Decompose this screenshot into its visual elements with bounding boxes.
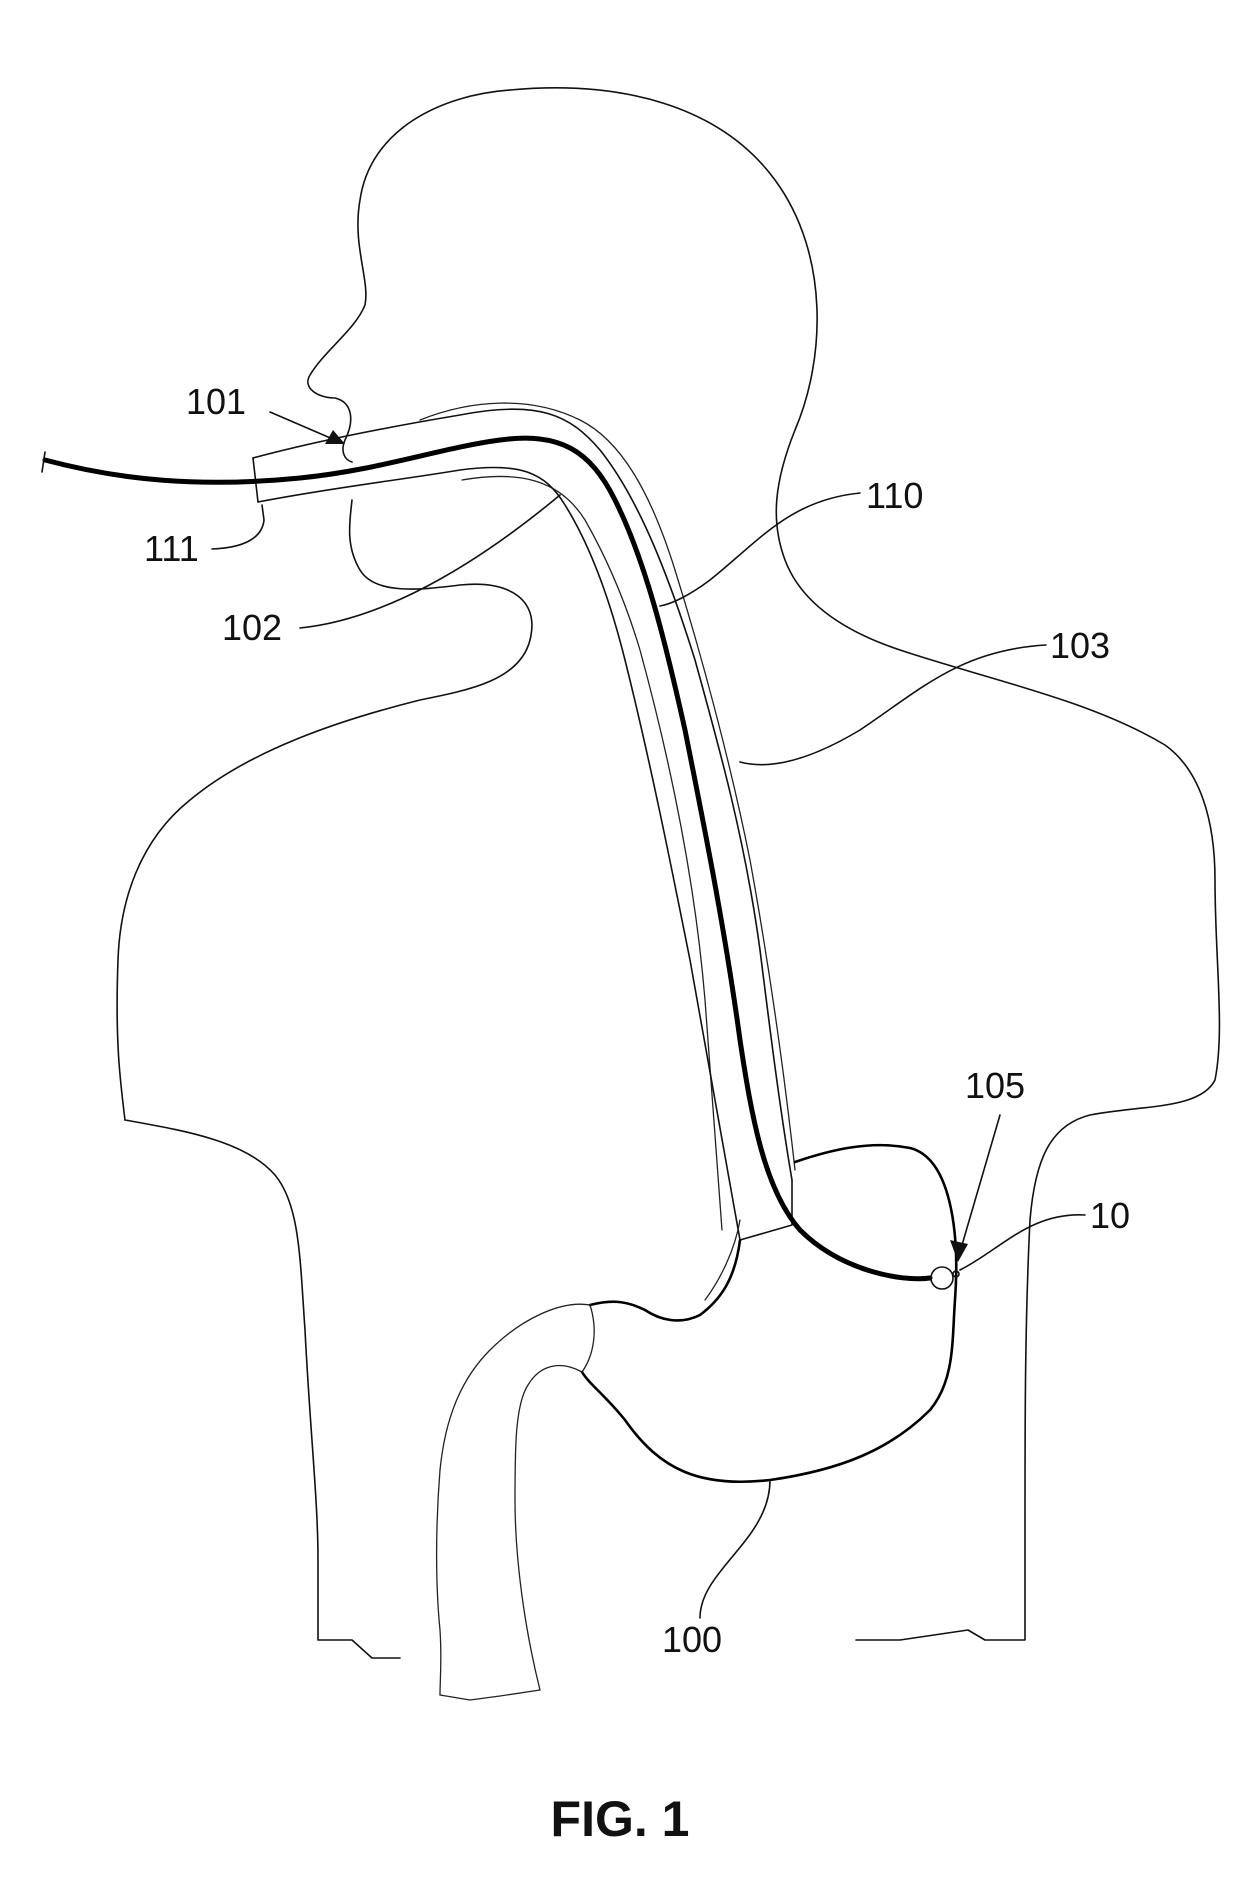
tube-lower-wall (258, 467, 740, 1240)
duodenum-outer (437, 1304, 590, 1695)
stomach-outline (582, 1145, 956, 1482)
label-100: 100 (662, 1619, 722, 1660)
label-110: 110 (866, 475, 923, 516)
esophagus (420, 403, 795, 1230)
figure-caption: FIG. 1 (551, 1791, 690, 1847)
device-balloon (931, 1267, 953, 1289)
label-102: 102 (222, 607, 282, 648)
leader-111 (212, 505, 264, 549)
label-10: 10 (1090, 1195, 1130, 1236)
duodenum-bottom (440, 1690, 540, 1700)
tube (253, 409, 792, 1240)
arrowhead-105 (950, 1240, 968, 1262)
label-101: 101 (186, 381, 246, 422)
label-105: 105 (965, 1065, 1025, 1106)
leader-10 (960, 1215, 1085, 1270)
leader-103 (740, 645, 1046, 765)
esophagus-outer-wall (420, 403, 795, 1170)
leader-110 (660, 493, 860, 606)
esophagus-lower-left (705, 1220, 740, 1300)
reference-labels: 101 111 102 110 103 105 10 100 (144, 381, 1130, 1660)
leader-100 (700, 1480, 770, 1618)
duodenum-inner (515, 1366, 582, 1690)
leader-101 (270, 412, 335, 440)
label-111: 111 (144, 528, 199, 569)
leader-102 (300, 495, 560, 628)
head-profile-front (308, 90, 510, 462)
chin-jaw (117, 500, 532, 1120)
stomach (437, 1145, 957, 1700)
pylorus-fold (582, 1305, 594, 1372)
left-torso (125, 1120, 400, 1658)
leader-105 (962, 1115, 1000, 1245)
body-outline (117, 88, 1219, 1658)
head-back (510, 88, 1219, 1640)
esophagus-inner-wall (462, 476, 722, 1230)
label-103: 103 (1050, 625, 1110, 666)
